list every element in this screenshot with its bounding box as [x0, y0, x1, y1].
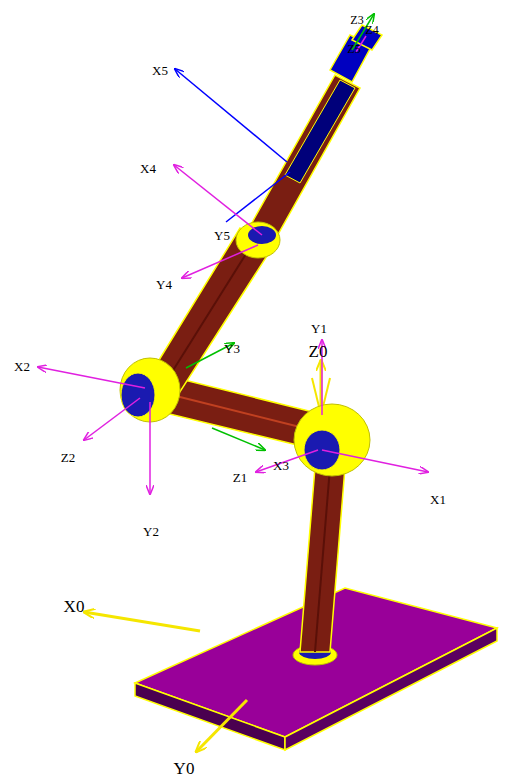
frame-axis-label: Y2 [143, 525, 159, 538]
frame-axis-label: X0 [64, 598, 85, 615]
frame-axis-label: X1 [430, 493, 446, 506]
frame-axis-label: Z3 [350, 14, 363, 26]
frame-axis-label: X5 [152, 64, 168, 77]
frame-axis-label: Y1 [311, 322, 327, 335]
frame-axis-label: Y3 [224, 342, 240, 355]
frame-axis-label: Y4 [156, 278, 172, 291]
frame-axis-label: Z1 [233, 471, 247, 484]
frame-axis-label: Z0 [309, 343, 328, 360]
frame-axis-label: Z5 [347, 43, 360, 55]
frame-axis-label: X3 [273, 459, 289, 472]
frame-axis-label: Z2 [61, 451, 75, 464]
frame-axis-label: X4 [140, 162, 156, 175]
frame-axis-label: Y5 [214, 229, 230, 242]
frame-axis-label: X2 [14, 360, 30, 373]
frame-axis-label: Y0 [174, 760, 195, 777]
frame-axis-label: Z4 [365, 24, 378, 36]
